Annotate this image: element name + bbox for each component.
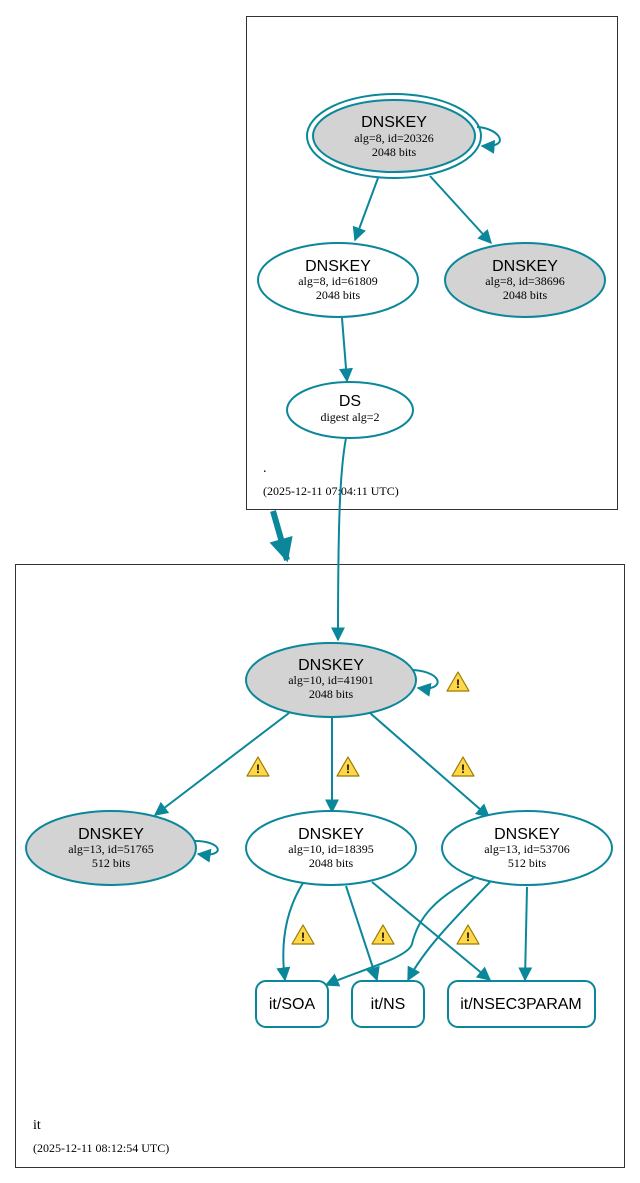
rrset-label: it/NS <box>371 996 406 1013</box>
node-line2: 2048 bits <box>309 687 354 701</box>
edge-mid-to-soa <box>276 882 304 982</box>
node-line2: 2048 bits <box>372 145 417 159</box>
edge-root-ksk-to-key3 <box>429 175 492 245</box>
node-line2: 2048 bits <box>316 288 361 302</box>
node-title: DNSKEY <box>298 657 364 674</box>
edge-root-zsk-to-ds <box>339 317 353 383</box>
node-title: DNSKEY <box>492 258 558 275</box>
it-zone-timestamp: (2025-12-11 08:12:54 UTC) <box>33 1141 169 1155</box>
it-dnskey-53706[interactable]: DNSKEY alg=13, id=53706 512 bits <box>441 810 613 886</box>
edge-right-to-soa <box>324 877 475 987</box>
edge-it-left-self <box>192 839 219 863</box>
it-dnskey-18395[interactable]: DNSKEY alg=10, id=18395 2048 bits <box>245 810 417 886</box>
warning-icon[interactable] <box>456 924 480 945</box>
root-dnskey-20326[interactable]: DNSKEY alg=8, id=20326 2048 bits <box>306 93 482 179</box>
root-dnskey-38696[interactable]: DNSKEY alg=8, id=38696 2048 bits <box>444 242 606 318</box>
rrset-it-nsec3param[interactable]: it/NSEC3PARAM <box>447 980 596 1028</box>
node-line1: alg=8, id=61809 <box>298 274 378 288</box>
edge-mid-to-ns <box>345 885 380 982</box>
edge-it-ksk-to-right <box>369 712 491 818</box>
edge-right-to-nsec3param <box>518 886 533 982</box>
node-line2: 512 bits <box>92 856 131 870</box>
it-zone-box <box>15 564 625 1168</box>
edge-ds-to-it-ksk <box>331 437 347 642</box>
rrset-it-ns[interactable]: it/NS <box>351 980 425 1028</box>
rrset-label: it/NSEC3PARAM <box>460 996 582 1013</box>
edge-right-to-ns <box>407 881 491 982</box>
node-line2: 2048 bits <box>309 856 354 870</box>
warning-icon[interactable] <box>451 756 475 777</box>
rrset-label: it/SOA <box>269 996 316 1013</box>
node-title: DNSKEY <box>361 114 427 131</box>
node-line2: 2048 bits <box>503 288 548 302</box>
node-title: DNSKEY <box>305 258 371 275</box>
warning-icon[interactable] <box>336 756 360 777</box>
node-title: DNSKEY <box>494 826 560 843</box>
root-dnskey-61809[interactable]: DNSKEY alg=8, id=61809 2048 bits <box>257 242 419 318</box>
root-zone-name: . <box>263 461 267 476</box>
node-line1: alg=8, id=38696 <box>485 274 565 288</box>
edge-mid-to-nsec3param <box>371 881 492 981</box>
it-dnskey-51765[interactable]: DNSKEY alg=13, id=51765 512 bits <box>25 810 197 886</box>
warning-icon[interactable] <box>291 924 315 945</box>
node-line1: alg=10, id=41901 <box>288 673 374 687</box>
node-line2: 512 bits <box>508 856 547 870</box>
node-line1: alg=13, id=51765 <box>68 842 154 856</box>
edge-root-ksk-self <box>476 126 501 154</box>
node-line1: digest alg=2 <box>320 410 379 424</box>
edge-root-ksk-to-zsk <box>352 177 379 242</box>
warning-icon[interactable] <box>446 671 470 692</box>
root-zone-box <box>246 16 618 510</box>
it-dnskey-41901[interactable]: DNSKEY alg=10, id=41901 2048 bits <box>245 642 417 718</box>
root-zone-timestamp: (2025-12-11 07:04:11 UTC) <box>263 484 399 498</box>
root-ds-node[interactable]: DS digest alg=2 <box>286 381 414 439</box>
warning-icon[interactable] <box>371 924 395 945</box>
it-zone-name: it <box>33 1118 41 1133</box>
edge-it-ksk-self <box>412 669 439 697</box>
node-title: DS <box>339 393 361 410</box>
delegation-arrow <box>269 510 293 563</box>
warning-icon[interactable] <box>246 756 270 777</box>
node-line1: alg=10, id=18395 <box>288 842 374 856</box>
node-title: DNSKEY <box>78 826 144 843</box>
node-line1: alg=8, id=20326 <box>354 131 434 145</box>
node-title: DNSKEY <box>298 826 364 843</box>
rrset-it-soa[interactable]: it/SOA <box>255 980 329 1028</box>
edge-it-ksk-to-left <box>153 712 290 816</box>
node-line1: alg=13, id=53706 <box>484 842 570 856</box>
